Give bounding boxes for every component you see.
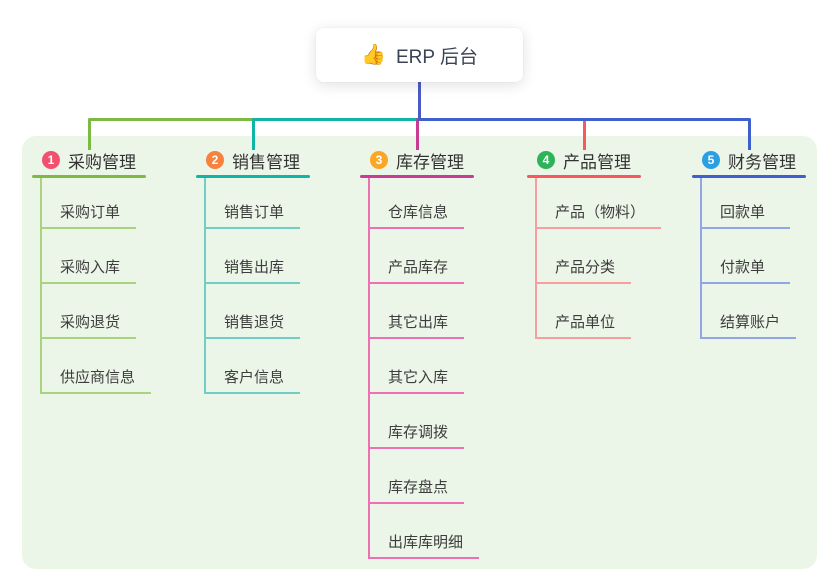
child-node-label: 客户信息 [224,369,285,386]
child-node[interactable]: 客户信息 [206,339,301,394]
branch-3: 3 库存管理仓库信息产品库存其它出库其它入库库存调拨库存盘点出库库明细 [360,149,480,559]
child-node-label: 库存盘点 [388,479,449,496]
child-node-label: 供应商信息 [60,369,136,386]
child-node-label: 采购退货 [60,314,121,331]
child-node[interactable]: 仓库信息 [370,178,465,229]
child-node[interactable]: 库存盘点 [370,449,465,504]
branch-underline [527,175,641,178]
child-node-label: 采购订单 [60,204,121,221]
child-node[interactable]: 付款单 [702,229,790,284]
branch-title-label: 采购管理 [68,152,136,172]
branch-title[interactable]: 3 库存管理 [360,149,479,172]
child-node[interactable]: 销售退货 [206,284,301,339]
child-node-label: 采购入库 [60,259,121,276]
branch-underline [360,175,474,178]
branch-title[interactable]: 5 财务管理 [692,149,806,172]
child-node[interactable]: 库存调拨 [370,394,465,449]
child-node-label: 销售退货 [224,314,285,331]
branch-title-label: 产品管理 [563,152,631,172]
branch-1: 1 采购管理采购订单采购入库采购退货供应商信息 [32,149,152,394]
child-node[interactable]: 其它出库 [370,284,465,339]
child-node-label: 产品库存 [388,259,449,276]
branch-4: 4 产品管理产品（物料） 产品分类产品单位 [527,149,662,339]
branch-title[interactable]: 2 销售管理 [196,149,310,172]
thumbs-up-icon: 👍 [361,44,386,66]
child-node-label: 产品（物料） [555,204,646,221]
branch-underline [196,175,310,178]
child-node-label: 出库库明细 [388,534,464,551]
branches-panel [22,136,817,569]
child-node-label: 销售订单 [224,204,285,221]
child-node-label: 产品分类 [555,259,616,276]
root-node-label: ERP 后台 [395,46,478,68]
child-node-label: 回款单 [720,204,766,221]
child-node-label: 付款单 [720,259,766,276]
child-node-label: 其它入库 [388,369,449,386]
child-node[interactable]: 采购订单 [42,178,137,229]
branch-children: 产品（物料） 产品分类产品单位 [535,178,662,339]
branch-title[interactable]: 1 采购管理 [32,149,151,172]
branch-number-badge: 1 [42,151,60,169]
branch-children: 回款单付款单结算账户 [700,178,806,339]
child-node[interactable]: 采购入库 [42,229,137,284]
branch-children: 仓库信息产品库存其它出库其它入库库存调拨库存盘点出库库明细 [368,178,480,559]
child-node[interactable]: 供应商信息 [42,339,152,394]
branch-2: 2 销售管理销售订单销售出库销售退货客户信息 [196,149,310,394]
branch-underline [692,175,806,178]
branch-title-label: 销售管理 [232,152,300,172]
child-node[interactable]: 出库库明细 [370,504,480,559]
branch-title-label: 财务管理 [728,152,796,172]
branch-children: 采购订单采购入库采购退货供应商信息 [40,178,152,394]
child-node-label: 销售出库 [224,259,285,276]
branch-number-badge: 2 [206,151,224,169]
branch-underline [32,175,146,178]
child-node-label: 其它出库 [388,314,449,331]
child-node[interactable]: 产品库存 [370,229,465,284]
child-node[interactable]: 产品单位 [537,284,632,339]
branch-number-badge: 4 [537,151,555,169]
branch-number-badge: 5 [702,151,720,169]
root-node[interactable]: 👍 ERP 后台 [316,28,523,82]
child-node[interactable]: 其它入库 [370,339,465,394]
child-node[interactable]: 结算账户 [702,284,797,339]
child-node-label: 仓库信息 [388,204,449,221]
child-node[interactable]: 回款单 [702,178,790,229]
child-node-label: 结算账户 [720,314,781,331]
child-node[interactable]: 销售订单 [206,178,301,229]
branch-5: 5 财务管理回款单付款单结算账户 [692,149,806,339]
child-node[interactable]: 销售出库 [206,229,301,284]
branch-children: 销售订单销售出库销售退货客户信息 [204,178,310,394]
child-node[interactable]: 产品分类 [537,229,632,284]
child-node[interactable]: 采购退货 [42,284,137,339]
child-node-label: 产品单位 [555,314,616,331]
child-node[interactable]: 产品（物料） [537,178,662,229]
child-node-label: 库存调拨 [388,424,449,441]
branch-title-label: 库存管理 [396,152,464,172]
branch-number-badge: 3 [370,151,388,169]
branch-title[interactable]: 4 产品管理 [527,149,661,172]
